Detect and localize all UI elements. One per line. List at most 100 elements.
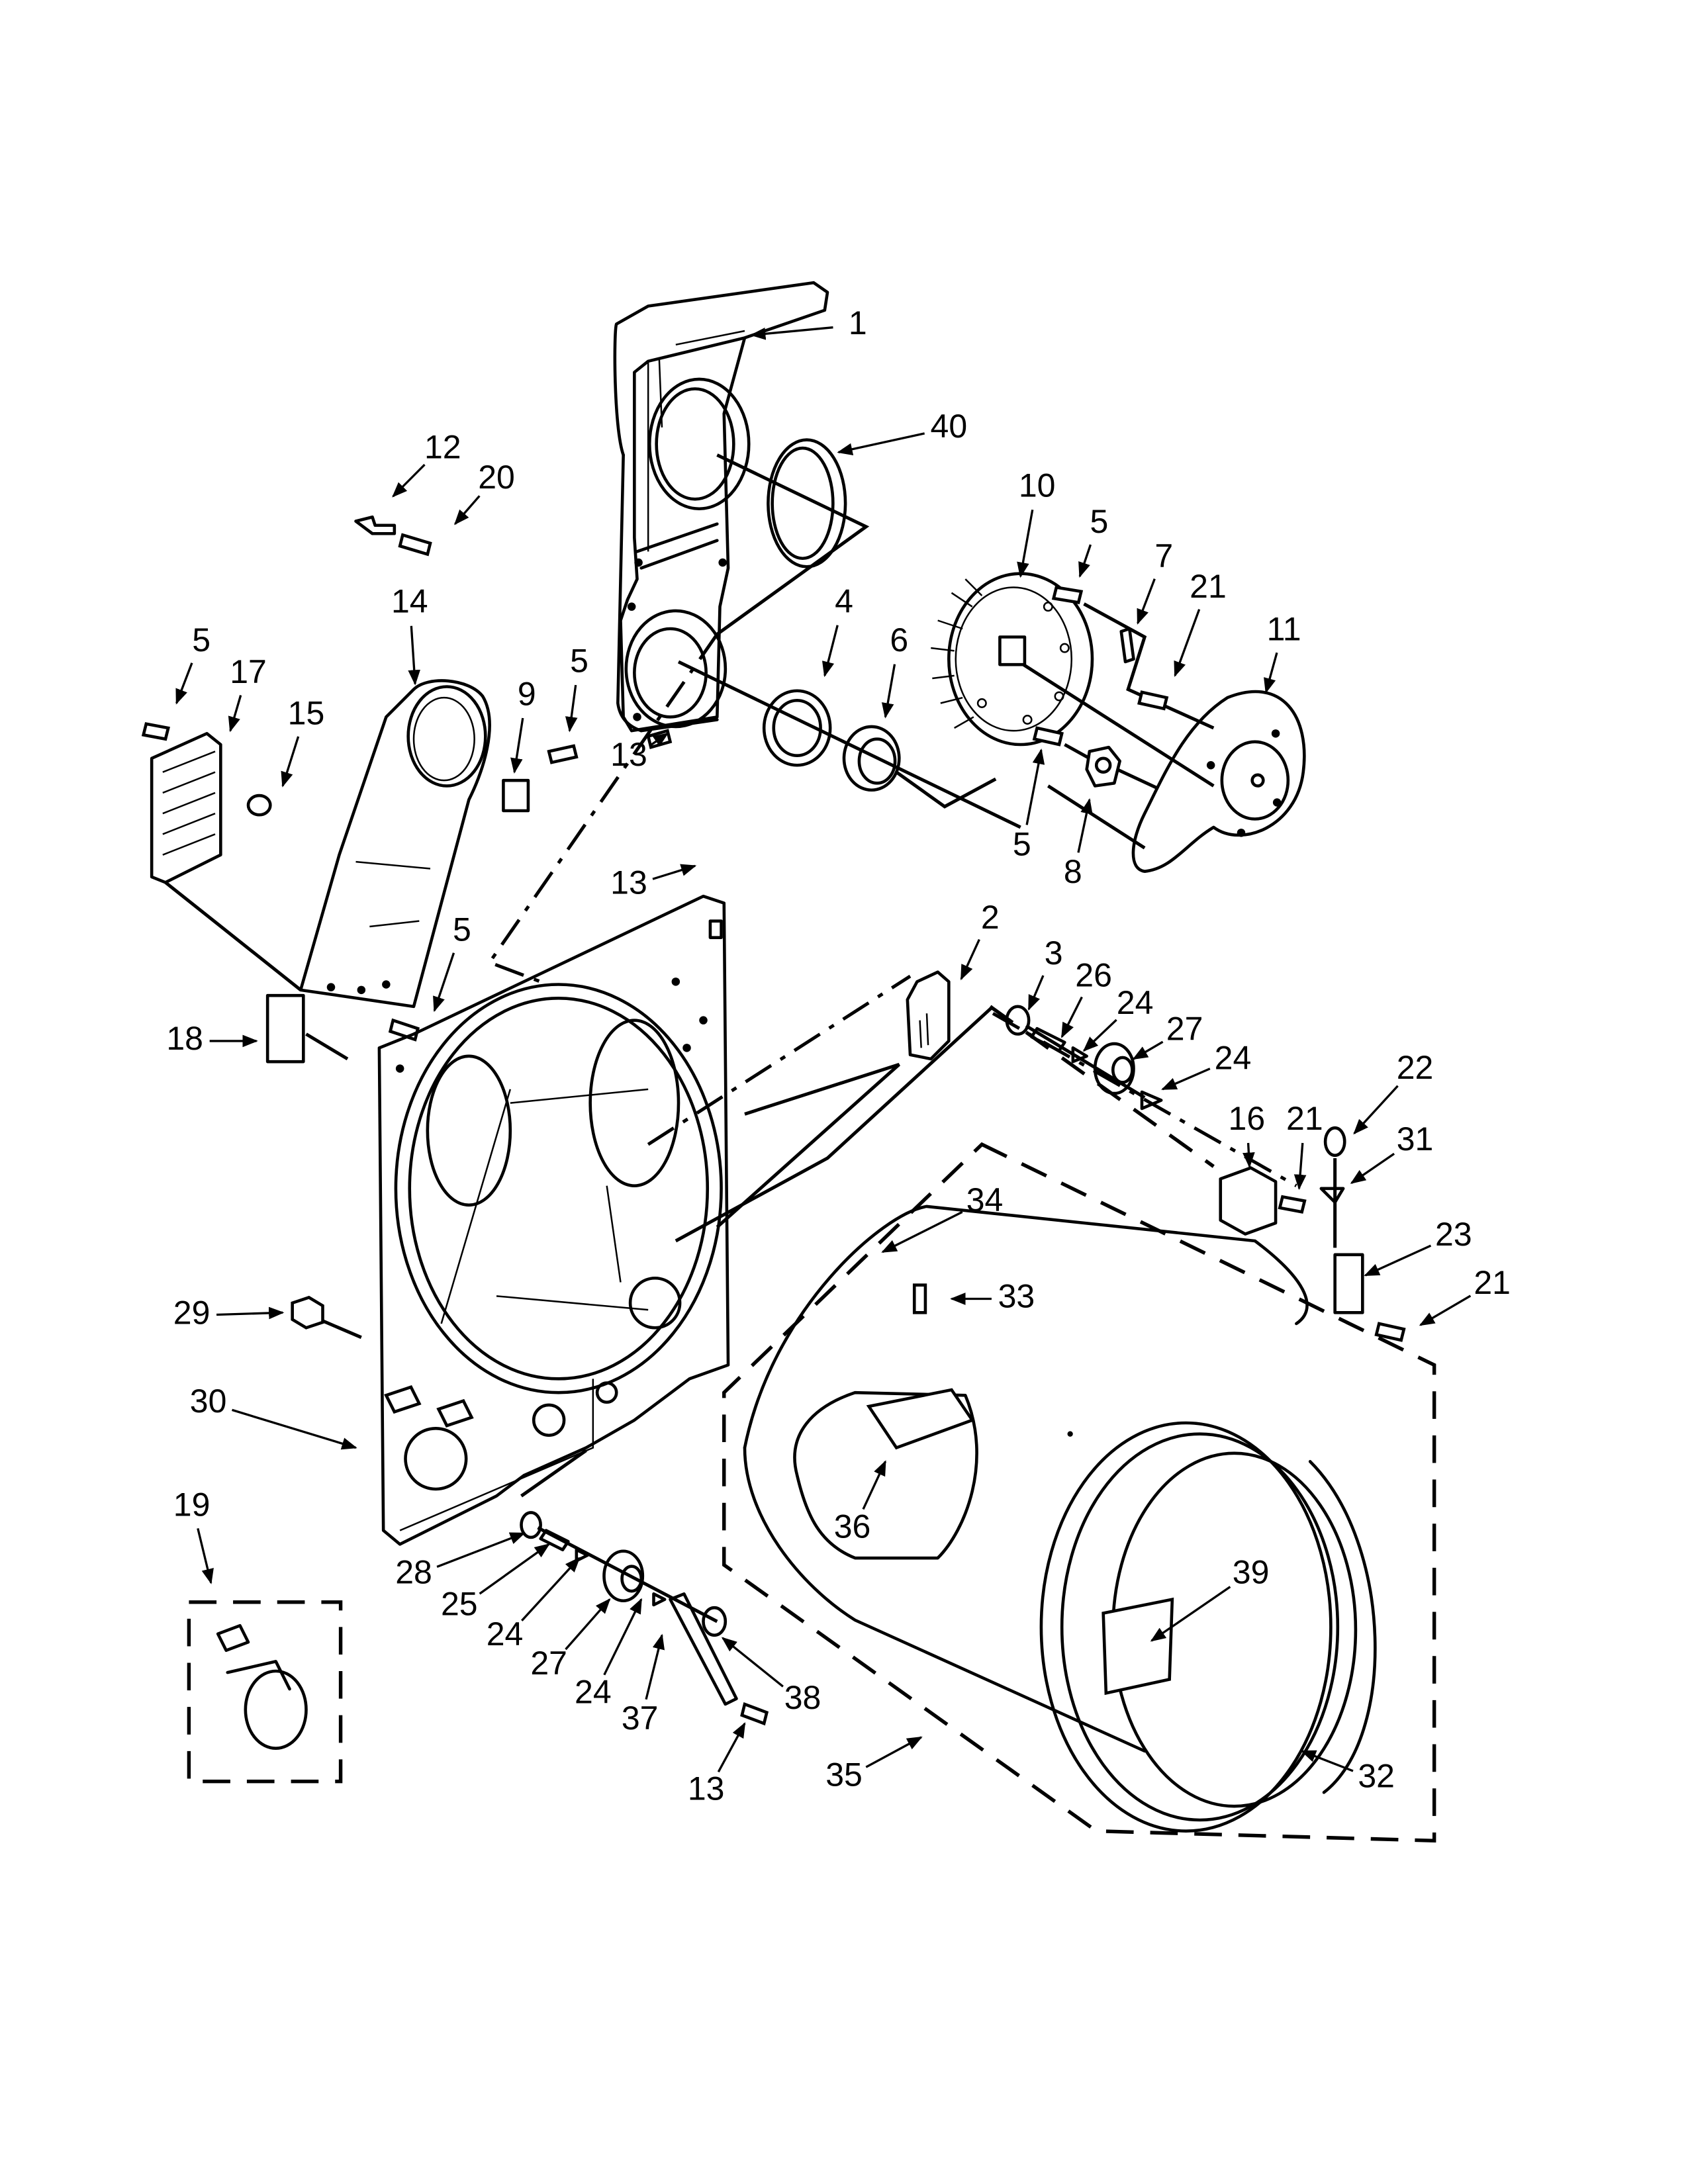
part-12-clip[interactable] xyxy=(354,515,397,535)
callout-label-26[interactable]: 26 xyxy=(1075,956,1112,993)
callout-label-7[interactable]: 7 xyxy=(1154,537,1173,574)
callout-arrow-6 xyxy=(881,664,896,719)
part-5-screw-d[interactable] xyxy=(1032,726,1064,747)
part-4-seal[interactable] xyxy=(762,689,832,767)
callout-label-8[interactable]: 8 xyxy=(1064,853,1082,890)
part-37-idler-arm[interactable] xyxy=(669,1592,738,1706)
callout-label-17[interactable]: 17 xyxy=(230,653,267,690)
part-16-bracket[interactable] xyxy=(1219,1166,1278,1236)
part-13-screw-c[interactable] xyxy=(740,1702,769,1726)
callout-label-5[interactable]: 5 xyxy=(1013,825,1031,862)
part-1-rear-duct[interactable] xyxy=(613,281,829,733)
callout-arrow-17 xyxy=(228,695,242,733)
callout-arrow-21 xyxy=(1293,1142,1307,1191)
part-5-screw-b[interactable] xyxy=(141,722,170,741)
part-31-clip[interactable] xyxy=(1319,1187,1345,1204)
part-18-label[interactable] xyxy=(265,993,305,1064)
part-15-thermostat[interactable] xyxy=(246,794,272,817)
callout-label-24[interactable]: 24 xyxy=(575,1674,612,1711)
callout-label-24[interactable]: 24 xyxy=(1117,984,1154,1021)
part-14-lint-duct[interactable] xyxy=(299,679,491,1009)
callout-label-40[interactable]: 40 xyxy=(931,408,968,445)
callout-label-21[interactable]: 21 xyxy=(1190,568,1227,605)
callout-label-25[interactable]: 25 xyxy=(441,1585,478,1622)
callout-label-5[interactable]: 5 xyxy=(453,911,471,948)
callout-label-39[interactable]: 39 xyxy=(1233,1553,1270,1590)
part-11-blower-housing[interactable] xyxy=(1131,690,1306,873)
part-21-screw-b[interactable] xyxy=(1278,1195,1307,1214)
part-20-screw[interactable] xyxy=(398,533,432,557)
callout-arrow-12 xyxy=(392,463,426,498)
callout-label-29[interactable]: 29 xyxy=(173,1295,211,1332)
callout-label-19[interactable]: 19 xyxy=(173,1486,211,1523)
callout-label-3[interactable]: 3 xyxy=(1045,934,1063,972)
part-40-duct-seal[interactable] xyxy=(767,438,847,569)
part-22-fuse[interactable] xyxy=(1323,1126,1346,1158)
callout-arrow-5 xyxy=(433,952,455,1013)
callout-arrow-39 xyxy=(1150,1586,1231,1642)
part-28-washer[interactable] xyxy=(520,1511,542,1539)
part-32-drum-seal[interactable] xyxy=(1308,1460,1377,1794)
callout-label-27[interactable]: 27 xyxy=(1166,1011,1203,1048)
part-7-clip[interactable] xyxy=(1119,627,1135,664)
callout-label-2[interactable]: 2 xyxy=(981,899,1000,936)
part-19-wiring-kit[interactable] xyxy=(187,1600,343,1784)
callout-label-11[interactable]: 11 xyxy=(1267,610,1301,647)
callout-label-4[interactable]: 4 xyxy=(835,583,853,620)
part-33-screw[interactable] xyxy=(912,1283,927,1314)
part-5-screw-a[interactable] xyxy=(1051,585,1084,605)
part-2-pad[interactable] xyxy=(906,970,951,1061)
callout-label-5[interactable]: 5 xyxy=(570,642,588,679)
part-17-heater-bracket[interactable] xyxy=(150,732,222,884)
callout-label-9[interactable]: 9 xyxy=(518,675,536,712)
part-38-washer[interactable] xyxy=(702,1606,727,1637)
callout-label-24[interactable]: 24 xyxy=(1215,1039,1252,1076)
callout-label-15[interactable]: 15 xyxy=(288,694,325,731)
callout-label-6[interactable]: 6 xyxy=(890,621,908,659)
callout-label-23[interactable]: 23 xyxy=(1435,1216,1472,1253)
callout-label-13[interactable]: 13 xyxy=(610,736,647,773)
callout-label-35[interactable]: 35 xyxy=(825,1756,863,1794)
callout-label-5[interactable]: 5 xyxy=(192,621,211,659)
part-25-shaft[interactable] xyxy=(539,1529,570,1551)
part-29-nut[interactable] xyxy=(291,1295,324,1330)
callout-label-36[interactable]: 36 xyxy=(834,1508,871,1545)
callout-label-33[interactable]: 33 xyxy=(998,1278,1035,1315)
callout-label-12[interactable]: 12 xyxy=(424,428,461,465)
callout-label-13[interactable]: 13 xyxy=(610,864,647,901)
callout-label-21[interactable]: 21 xyxy=(1474,1264,1511,1301)
callout-label-14[interactable]: 14 xyxy=(391,583,428,620)
callout-label-22[interactable]: 22 xyxy=(1397,1049,1434,1086)
part-9-bracket[interactable] xyxy=(502,778,530,813)
callout-label-13[interactable]: 13 xyxy=(688,1770,725,1807)
callout-label-21[interactable]: 21 xyxy=(1286,1100,1323,1137)
part-21-screw-c[interactable] xyxy=(1374,1322,1406,1342)
callout-label-10[interactable]: 10 xyxy=(1019,467,1056,504)
callout-label-38[interactable]: 38 xyxy=(784,1679,821,1716)
callout-label-18[interactable]: 18 xyxy=(166,1020,203,1057)
part-6-bearing[interactable] xyxy=(842,725,901,792)
callout-label-5[interactable]: 5 xyxy=(1090,503,1109,540)
callout-arrow-13 xyxy=(717,1722,746,1773)
callout-arrows xyxy=(175,326,1472,1773)
part-35-drum[interactable] xyxy=(743,1205,1358,1833)
part-5-screw-c[interactable] xyxy=(547,744,579,764)
part-23-cover[interactable] xyxy=(1333,1253,1364,1314)
callout-label-16[interactable]: 16 xyxy=(1229,1100,1266,1137)
callout-label-24[interactable]: 24 xyxy=(487,1615,524,1653)
callout-label-37[interactable]: 37 xyxy=(622,1700,659,1737)
callout-label-30[interactable]: 30 xyxy=(190,1383,227,1420)
callout-label-28[interactable]: 28 xyxy=(395,1553,432,1590)
callout-label-20[interactable]: 20 xyxy=(478,459,515,496)
part-30-front-bulkhead[interactable] xyxy=(377,894,730,1546)
callout-label-31[interactable]: 31 xyxy=(1397,1120,1434,1158)
callout-label-27[interactable]: 27 xyxy=(530,1645,567,1682)
part-8-bracket[interactable] xyxy=(1085,745,1121,788)
callout-label-34[interactable]: 34 xyxy=(966,1181,1004,1218)
part-21-screw-a[interactable] xyxy=(1137,690,1169,711)
callout-label-1[interactable]: 1 xyxy=(849,304,867,341)
callout-label-32[interactable]: 32 xyxy=(1358,1758,1395,1795)
part-24-ring-d[interactable] xyxy=(652,1592,667,1607)
part-27-roller-b[interactable] xyxy=(602,1549,645,1603)
drum-assembly-boundary xyxy=(722,1142,1436,1843)
